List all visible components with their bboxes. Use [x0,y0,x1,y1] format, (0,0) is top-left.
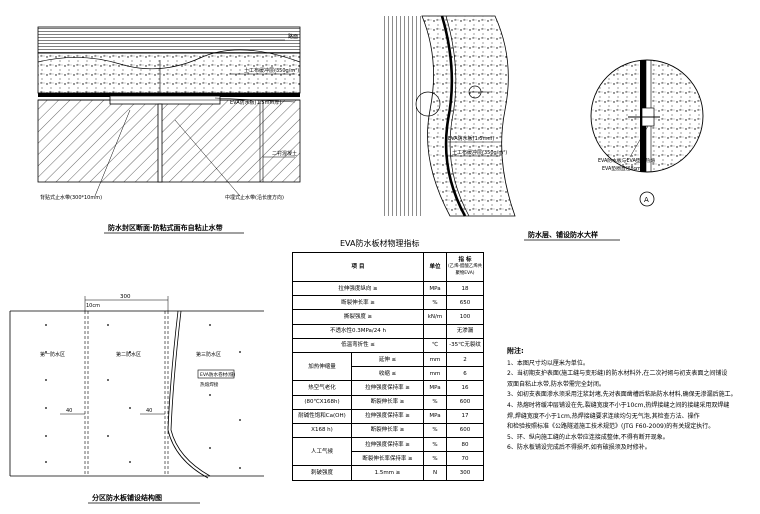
detail-2-title: 防水层、铺设防水大样 [528,230,598,239]
d2-label-2: 土工布缓冲层(350g/m²) [452,149,507,156]
d1-label-6: 中埋式止水带(沿长度方向) [225,194,284,201]
zone-2-label: 第二防水区 [116,351,141,358]
lining-concrete [37,99,301,183]
notes-heading: 附注: [507,347,524,355]
header-item: 项 目 [292,252,424,282]
d2-label-1: EVA防水板(1.5mm) [448,135,494,142]
concrete-layer [37,52,301,94]
table-row: 断裂伸长率保持率 ≥%70 [293,451,484,467]
plan-dim-1: 300 [120,294,131,300]
plan-dim-2: 10cm [86,303,100,309]
eva-membrane [38,93,300,97]
table-row: 低温弯折性 ≤℃-35℃无裂纹 [292,337,484,353]
d3-label-1: EVA防水板与EVA垫圈热熔 [598,157,655,164]
note-item: 4、热熔时将缓冲层铺设在先,裂缝宽度不小于10cm,热焊接缝之间的接缝采用双焊缝 [507,401,730,409]
d1-label-3: EVA防水板(1.5mm厚) [230,99,281,106]
plan-dim-3: 40 [66,408,72,414]
table-row: X168 h)断裂伸长率 ≥%600 [292,422,484,439]
rock-face [382,16,422,216]
note-item: 5、环、纵向施工缝的止水带应连接成整体,不得有断开现象。 [507,433,669,441]
d1-label-4: 二衬混凝土 [272,150,297,157]
table-row: (80℃X168h)断裂伸长率 ≥%600 [292,394,484,410]
detail-1-section [37,26,301,197]
plan-dim-4: 40 [146,408,152,414]
d1-label-5: 背贴式止水带(300*10mm) [40,194,102,201]
zone-3-label: 第三防水区 [196,351,221,358]
detail-2-section [382,15,516,217]
center-waterstop [157,103,163,183]
plan-note: EVA防水卷材(缝) [200,371,236,378]
table-row: 人工气候拉伸强度保持率 ≥%80 [292,437,484,467]
d1-label-2: 土工布缓冲层(350g/m²) [244,67,299,74]
plan-note-2: 热熔焊接 [200,381,219,388]
d3-label-2: EVA垫圈直径8cm [602,165,641,172]
note-item: 1、本图尺寸均以厘米为单位。 [507,359,589,367]
table-header-row: 项 目 单位 指 标(乙烯-醋酸乙烯共聚物EVA) [292,252,484,282]
detail-1-title: 防水封区断面·防粘式面布自粘止水带 [108,223,223,232]
table-row: 断裂伸长率 ≥%650 [292,295,484,311]
detail-3-circle [590,59,704,207]
note-item: 2、当初期支护表面(施工缝与变形缝)的防水材料外,在二次衬砌与初支表面之间铺设 [507,370,728,378]
note-item: 6、防水板铺设完成后不得损坏,如有破损须及时修补。 [507,444,651,452]
note-item: 和检验按照标准《公路隧道施工技术规范》(JTG F60-2009)的有关规定执行… [507,423,715,431]
header-unit: 单位 [423,252,447,282]
table-title: EVA防水板材物理指标 [340,238,420,248]
lining-profile [421,15,516,217]
plan-title: 分区防水板铺设结构图 [92,493,162,502]
d1-label-1: 路面 [288,33,298,40]
notes-block: 附注: 1、本图尺寸均以厘米为单位。 2、当初期支护表面(施工缝与变形缝)的防水… [507,346,757,454]
note-item: 焊,焊缝宽度不小于1cm,热焊接缝要求连续均匀无气泡,其检查方法、操作 [507,412,700,420]
detail-marker-circle [639,191,655,207]
plan-drawing [9,296,264,479]
zone-1-label: 第一防水区 [40,351,65,358]
header-index: 指 标(乙烯-醋酸乙烯共聚物EVA) [446,252,484,282]
note-item: 3、如初支表面渗水须采用注浆封堵,先对表面凿槽后粘贴防水材料,确保无渗漏后施工。 [507,391,737,399]
detail-marker-label: A [644,196,649,204]
note-item: 双面自粘止水带,防水带需完全封闭。 [507,380,605,388]
